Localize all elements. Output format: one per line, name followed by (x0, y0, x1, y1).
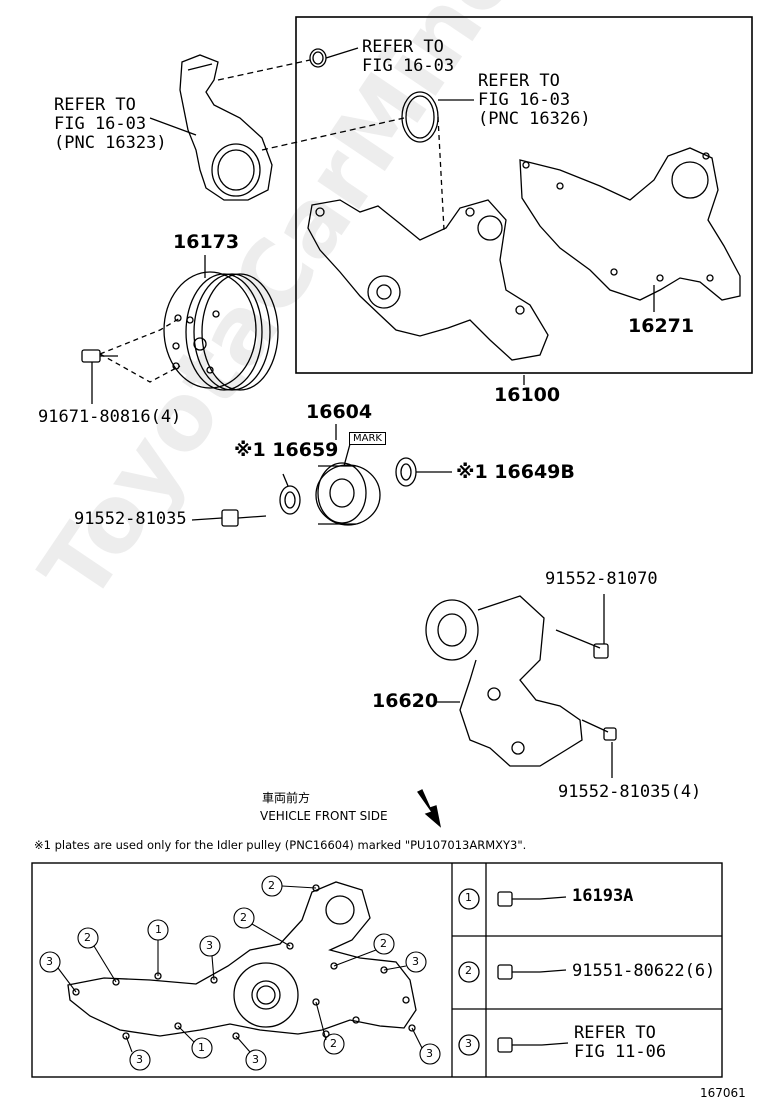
legend-text-2: 91551-80622(6) (572, 961, 716, 981)
front-side-jp: 車両前方 (262, 791, 311, 805)
belt-tensioner (425, 595, 583, 767)
part-16620-label: 16620 (372, 690, 439, 712)
refer-top-ring-label: REFER TO FIG 16-03 (362, 37, 455, 76)
front-side-en: VEHICLE FRONT SIDE (260, 809, 388, 823)
legend-circle-1 (458, 888, 480, 910)
plate-left (279, 485, 301, 515)
callout-circles (39, 875, 441, 1071)
part-16100-label: 16100 (494, 384, 561, 406)
legend-circle-2 (458, 961, 480, 983)
part-91552-81035-4-label: 91552-81035(4) (558, 782, 702, 802)
part-16649b-label: ※1 16649B (456, 461, 575, 483)
water-pump-body (307, 199, 549, 361)
part-16271-label: 16271 (628, 315, 695, 337)
legend-num-1: 1 (465, 891, 472, 904)
large-o-ring (401, 91, 439, 143)
water-inlet-housing (179, 54, 273, 201)
part-16659-label: ※1 16659 (234, 439, 339, 461)
front-arrow (417, 789, 442, 828)
legend-bolt-1 (497, 891, 567, 907)
mark-tag: MARK (349, 432, 386, 445)
legend-text-1: 16193A (572, 886, 634, 906)
refer-housing-label: REFER TO FIG 16-03 (PNC 16323) (54, 95, 167, 153)
part-91671-label: 91671-80816(4) (38, 407, 182, 427)
tensioner-bolt-lower (581, 719, 617, 741)
refer-oring-label: REFER TO FIG 16-03 (PNC 16326) (478, 71, 591, 129)
legend-num-2: 2 (465, 964, 472, 977)
tensioner-bolt-upper (555, 629, 609, 659)
plate-right (395, 457, 417, 487)
bolt-location-drawing (67, 881, 417, 1040)
legend-num-3: 3 (465, 1037, 472, 1050)
water-pump-gasket (519, 147, 741, 301)
footnote: ※1 plates are used only for the Idler pu… (34, 838, 527, 852)
water-pump-box (295, 16, 753, 374)
legend-bolt-2 (497, 964, 567, 980)
part-16173-label: 16173 (173, 231, 240, 253)
idler-pulley (315, 462, 381, 526)
legend-circle-3 (458, 1034, 480, 1056)
bolt-location-box (31, 862, 723, 1078)
figure-number: 167061 (700, 1086, 746, 1100)
legend-text-3: REFER TO FIG 11-06 (574, 1023, 667, 1062)
water-pump-pulley (163, 271, 279, 391)
part-16604-label: 16604 (306, 401, 373, 423)
part-91552-81035-label: 91552-81035 (74, 509, 187, 529)
idler-bolt (221, 509, 267, 527)
legend-bolt-3 (497, 1037, 569, 1053)
part-91552-81070-label: 91552-81070 (545, 569, 658, 589)
pulley-bolt (81, 349, 118, 363)
